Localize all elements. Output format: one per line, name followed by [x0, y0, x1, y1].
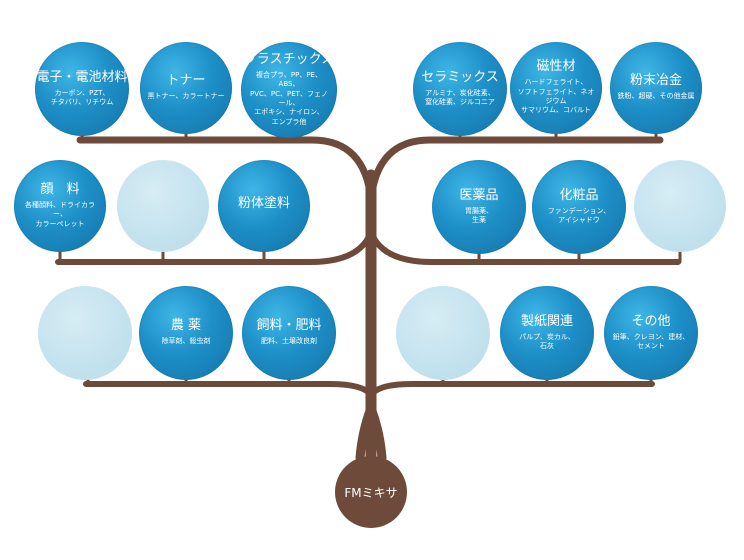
node-agrochemicals: 農 薬 除草剤、殺虫剤: [139, 286, 233, 380]
node-title: 磁性材: [536, 59, 576, 75]
node-paper-related: 製紙関連 パルプ、炭カル、 石灰: [500, 286, 594, 380]
node-title: 医薬品: [459, 187, 499, 203]
root-node-fm-mixer: FMミキサ: [335, 456, 407, 528]
node-magnetic-materials: 磁性材 ハードフェライト、 ソフトフェライト、ネオジウム サマリウム、コバルト: [510, 42, 602, 134]
node-toner: トナー 黒トナー、カラートナー: [140, 42, 232, 134]
node-pharmaceuticals: 医薬品 胃腸薬、 生薬: [432, 160, 526, 254]
node-subtitle: 複合プラ、PP、PE、ABS、 PVC、PC、PET、フェノール、 エポキシ、ナ…: [250, 70, 328, 126]
node-title: セラミックス: [421, 69, 499, 85]
node-title: 粉末冶金: [629, 73, 682, 89]
node-title: 粉体塗料: [237, 196, 290, 212]
branch-top-left: [76, 136, 375, 204]
root-label: FMミキサ: [344, 485, 398, 500]
node-subtitle: ファンデーション、 アイシャドウ: [547, 206, 611, 224]
node-title: 製紙関連: [520, 313, 573, 329]
node-others: その他 鉛筆、クレヨン、建材、 セメント: [604, 286, 698, 380]
node-subtitle: ハードフェライト、 ソフトフェライト、ネオジウム サマリウム、コバルト: [517, 78, 595, 115]
node-title: 電子・電池材料: [36, 69, 128, 85]
node-title: トナー: [166, 73, 206, 89]
branch-mid-left: [55, 229, 374, 265]
branch-top-right: [367, 136, 664, 204]
node-title: プラスチックス: [243, 51, 335, 67]
node-ceramics: セラミックス アルミナ、炭化硅素、 窒化硅素、ジルコニア: [413, 42, 507, 136]
node-subtitle: アルミナ、炭化硅素、 窒化硅素、ジルコニア: [425, 88, 495, 106]
node-subtitle: 除草剤、殺虫剤: [161, 337, 211, 346]
node-empty-placeholder: [634, 160, 726, 252]
branch-mid-right: [368, 229, 681, 265]
node-subtitle: カーボン、PZT、 チタバリ、リチウム: [50, 88, 114, 106]
node-subtitle: 鉛筆、クレヨン、建材、 セメント: [612, 332, 690, 350]
node-powder-coatings: 粉体塗料: [218, 160, 310, 252]
node-pigments: 顔 料 各種顔料、ドライカラー、 カラーペレット: [14, 160, 106, 252]
node-powder-metallurgy: 粉末冶金 鉄粉、超硬、その他金属: [610, 42, 702, 134]
node-subtitle: 胃腸薬、 生薬: [465, 206, 493, 224]
node-title: 飼料・肥料: [256, 318, 322, 334]
node-empty-placeholder: [117, 160, 209, 252]
node-subtitle: 各種顔料、ドライカラー、 カラーペレット: [25, 200, 95, 228]
node-subtitle: 鉄粉、超硬、その他金属: [617, 92, 695, 101]
node-title: その他: [631, 313, 671, 329]
branch-bottom-left: [83, 381, 374, 398]
node-empty-placeholder: [396, 286, 490, 380]
node-subtitle: 肥料、土壌改良剤: [261, 337, 317, 346]
node-feed-fertilizer: 飼料・肥料 肥料、土壌改良剤: [242, 286, 336, 380]
node-title: 農 薬: [170, 318, 202, 334]
node-plastics: プラスチックス 複合プラ、PP、PE、ABS、 PVC、PC、PET、フェノール…: [241, 42, 337, 138]
node-subtitle: パルプ、炭カル、 石灰: [519, 332, 575, 350]
node-title: 化粧品: [559, 187, 599, 203]
node-title: 顔 料: [40, 181, 80, 197]
node-subtitle: 黒トナー、カラートナー: [147, 92, 225, 101]
node-electronic-battery-materials: 電子・電池材料 カーボン、PZT、 チタバリ、リチウム: [35, 42, 129, 136]
node-cosmetics: 化粧品 ファンデーション、 アイシャドウ: [532, 160, 626, 254]
node-empty-placeholder: [38, 286, 132, 380]
branch-bottom-right: [368, 381, 655, 398]
trunk-flare-right: [366, 403, 387, 463]
